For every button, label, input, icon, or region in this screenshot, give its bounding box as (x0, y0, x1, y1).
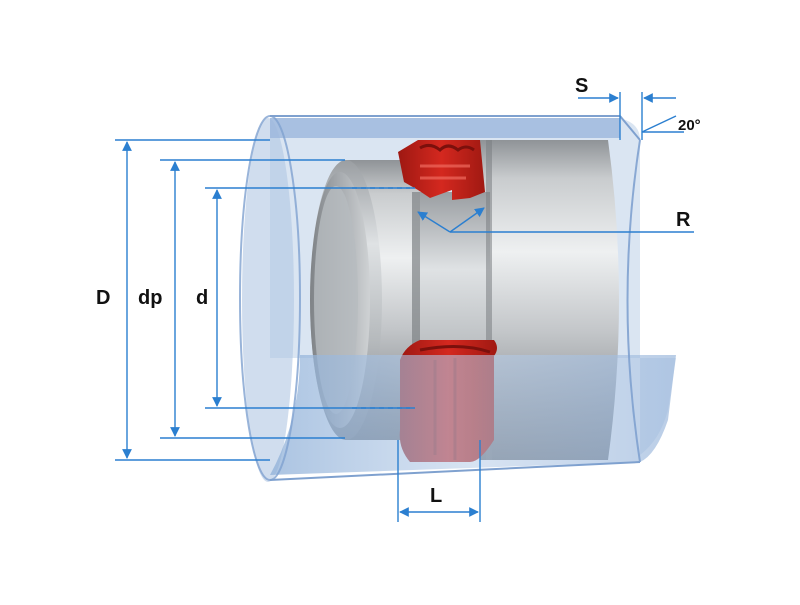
label-d: d (196, 287, 208, 309)
label-dp: dp (138, 287, 162, 309)
dim-R-arrow-left (417, 211, 451, 233)
label-S: S (575, 75, 588, 97)
seal-top (398, 140, 485, 200)
label-R: R (676, 209, 691, 231)
label-angle: 20° (678, 117, 701, 134)
label-L: L (430, 485, 442, 507)
dim-R-arrow-right (449, 207, 485, 233)
dimensions (115, 92, 694, 522)
sleeve-front (239, 115, 676, 481)
angle-slope-line (641, 115, 677, 133)
label-D: D (96, 287, 110, 309)
